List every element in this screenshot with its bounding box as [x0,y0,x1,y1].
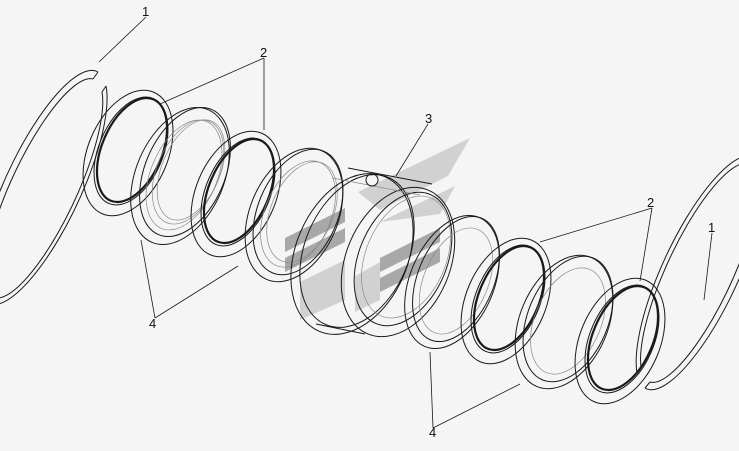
washer-right-1 [460,237,552,365]
washer-right-2 [574,277,666,405]
snap-ring-right [635,157,739,391]
seal-ring-right-2 [514,254,614,390]
leader-lines [98,16,713,429]
callout-2-right: 2 [647,195,655,210]
watermark-logo [285,138,470,320]
callout-3: 3 [425,111,433,126]
callout-1-top: 1 [142,4,150,19]
bushing-sleeve [290,167,456,338]
callout-4-left: 4 [149,316,157,331]
callout-2-top: 2 [260,45,268,60]
washer-left-1 [82,89,174,217]
callout-4-bottom: 4 [429,425,437,440]
seal-ring-left-1 [130,106,231,245]
callout-1-right: 1 [708,220,716,235]
seal-ring-right-1 [404,215,500,349]
snap-ring-left [0,69,108,305]
seal-ring-left-2 [244,147,344,283]
washer-left-2 [190,130,282,258]
